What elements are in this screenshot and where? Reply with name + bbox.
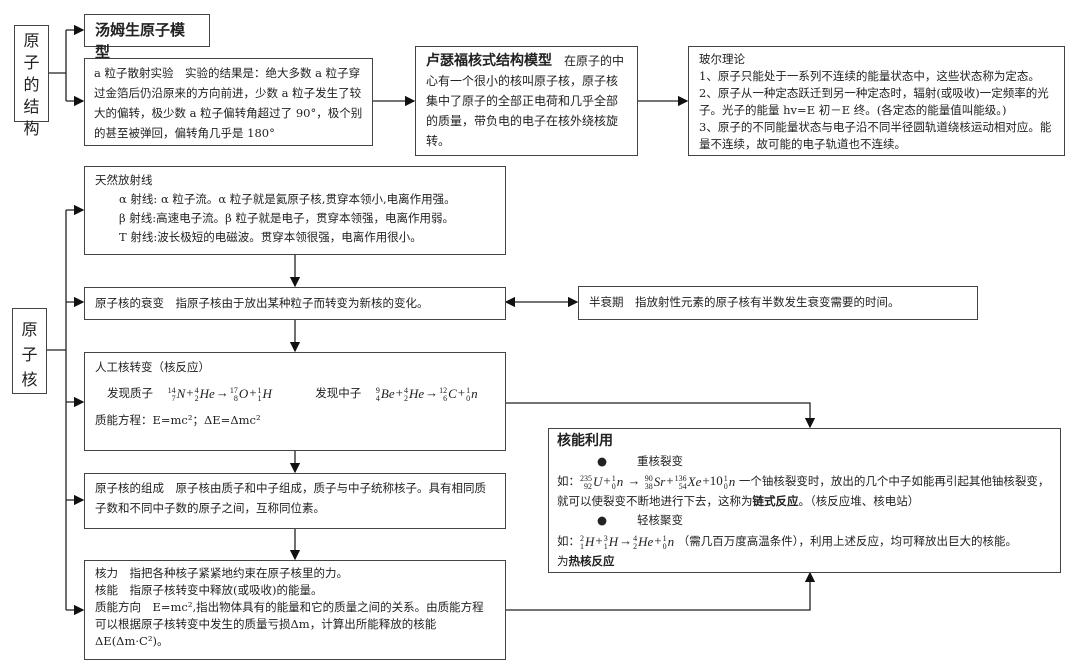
- fission-label: 重核裂变: [637, 453, 684, 468]
- ray-item: α 射线: α 粒子流。α 粒子就是氦原子核,贯穿本领小,电离作用强。: [119, 192, 456, 206]
- fission-prefix: 如：: [557, 474, 580, 488]
- equation-operator: +: [457, 385, 466, 400]
- equation-operator: +10: [702, 473, 723, 488]
- nucleus-label: 原 子 核: [12, 308, 47, 394]
- force-item: 质能方向 E=mc²,指出物体具有的能量和它的质量之间的关系。由质能方程可以根据…: [95, 600, 484, 648]
- arrow-artificial-energy: [505, 402, 816, 429]
- rutherford-text: 在原子的中心有一个很小的核叫原子核，原子核集中了原子的全部正电荷和几乎全部的质量…: [426, 54, 625, 148]
- energy-use-title: 核能利用: [557, 433, 613, 449]
- force-item: 核能 指原子核转变中释放(或吸收)的能量。: [95, 583, 323, 597]
- label-char: 结: [23, 97, 40, 116]
- equation-operator: +: [186, 385, 194, 400]
- equation-operator: +: [666, 473, 674, 488]
- composition-box: 原子核的组成 原子核由质子和中子组成，质子与中子统称核子。具有相同质子数和不同中…: [84, 473, 506, 529]
- atom-structure-label: 原 子 的 结 构: [14, 25, 49, 138]
- label-char: 原: [23, 31, 40, 50]
- atom-branch-trunk: [48, 30, 67, 101]
- alpha-experiment-box: a 粒子散射实验 实验的结果是：绝大多数 a 粒子穿过金箔后仍沿原来的方向前进，…: [84, 58, 373, 146]
- thermonuclear-term: 热核反应: [568, 553, 615, 568]
- bohr-item: 2、原子从一种定态跃迁到另一种定态时，辐射(或吸收)一定频率的光子。光子的能量 …: [699, 86, 1049, 117]
- equation-operator: +: [595, 532, 603, 548]
- rays-title: 天然放射线: [95, 173, 153, 187]
- mass-energy-equation: 质能方程：E=mc²；ΔE=Δmc²: [95, 413, 261, 428]
- proton-discovery-label: 发现质子: [107, 386, 153, 400]
- equation-operator: →: [624, 473, 644, 488]
- equation-operator: +: [603, 473, 611, 488]
- bullet-icon: ●: [597, 513, 608, 528]
- thomson-model-box: 汤姆生原子模型: [84, 14, 210, 61]
- ray-item: Τ 射线:波长极短的电磁波。贯穿本领很强，电离作用很小。: [119, 230, 422, 244]
- bohr-item: 3、原子的不同能量状态与电子沿不同半径圆轨道绕核运动相对应。能量不连续，故可能的…: [699, 120, 1052, 151]
- equation-operator: +: [654, 532, 662, 548]
- artificial-title: 人工核转变（核反应）: [95, 360, 210, 374]
- bohr-theory-box: 玻尔理论 1、原子只能处于一系列不连续的能量状态中，这些状态称为定态。 2、原子…: [688, 46, 1065, 156]
- half-life-box: 半衰期 指放射性元素的原子核有半数发生衰变需要的时间。: [578, 286, 978, 320]
- label-char: 构: [23, 119, 40, 138]
- fusion-prefix: 如：: [557, 533, 580, 548]
- rutherford-model-box: 卢瑟福核式结构模型 在原子的中心有一个很小的核叫原子核，原子核集中了原子的全部正…: [415, 46, 638, 156]
- decay-box: 原子核的衰变 指原子核由于放出某种粒子而转变为新核的变化。: [84, 287, 506, 320]
- label-char: 的: [23, 75, 40, 94]
- rutherford-title: 卢瑟福核式结构模型: [426, 53, 552, 69]
- ray-item: β 射线:高速电子流。β 粒子就是电子，贯穿本领强，电离作用弱。: [119, 211, 454, 225]
- fusion-end-text: 为: [557, 553, 569, 568]
- bohr-title: 玻尔理论: [699, 52, 745, 66]
- equation-operator: →: [215, 385, 229, 400]
- chain-reaction-term: 链式反应: [752, 493, 799, 508]
- equation-operator: +: [249, 385, 257, 400]
- fusion-text: （需几百万度高温条件），利用上述反应，均可释放出巨大的核能。: [677, 533, 1018, 548]
- natural-rays-box: 天然放射线 α 射线: α 粒子流。α 粒子就是氦原子核,贯穿本领小,电离作用强…: [84, 166, 506, 255]
- bullet-icon: ●: [597, 453, 608, 468]
- nuclear-force-box: 核力 指把各种核子紧紧地约束在原子核里的力。 核能 指原子核转变中释放(或吸收)…: [84, 560, 506, 660]
- label-char: 原: [21, 320, 38, 339]
- equation-operator: +: [395, 385, 403, 400]
- label-char: 子: [21, 345, 38, 364]
- equation-operator: →: [619, 532, 633, 548]
- equation-operator: →: [425, 385, 439, 400]
- arrow-force-energy: [505, 571, 816, 611]
- fission-text-end: 。（核反应堆、核电站）: [798, 493, 920, 508]
- fusion-label: 轻核聚变: [637, 513, 684, 528]
- label-char: 子: [23, 53, 40, 72]
- label-char: 核: [21, 370, 38, 389]
- bohr-item: 1、原子只能处于一系列不连续的能量状态中，这些状态称为定态。: [699, 69, 1040, 83]
- force-item: 核力 指把各种核子紧紧地约束在原子核里的力。: [95, 566, 348, 580]
- neutron-discovery-label: 发现中子: [315, 386, 362, 400]
- fission-text: 一个铀核裂变时，放出的几个中子如能再引起其他铀核裂变，就可以使裂变不断地进行下去…: [557, 474, 1050, 508]
- nucleus-branch-trunk: [46, 210, 67, 610]
